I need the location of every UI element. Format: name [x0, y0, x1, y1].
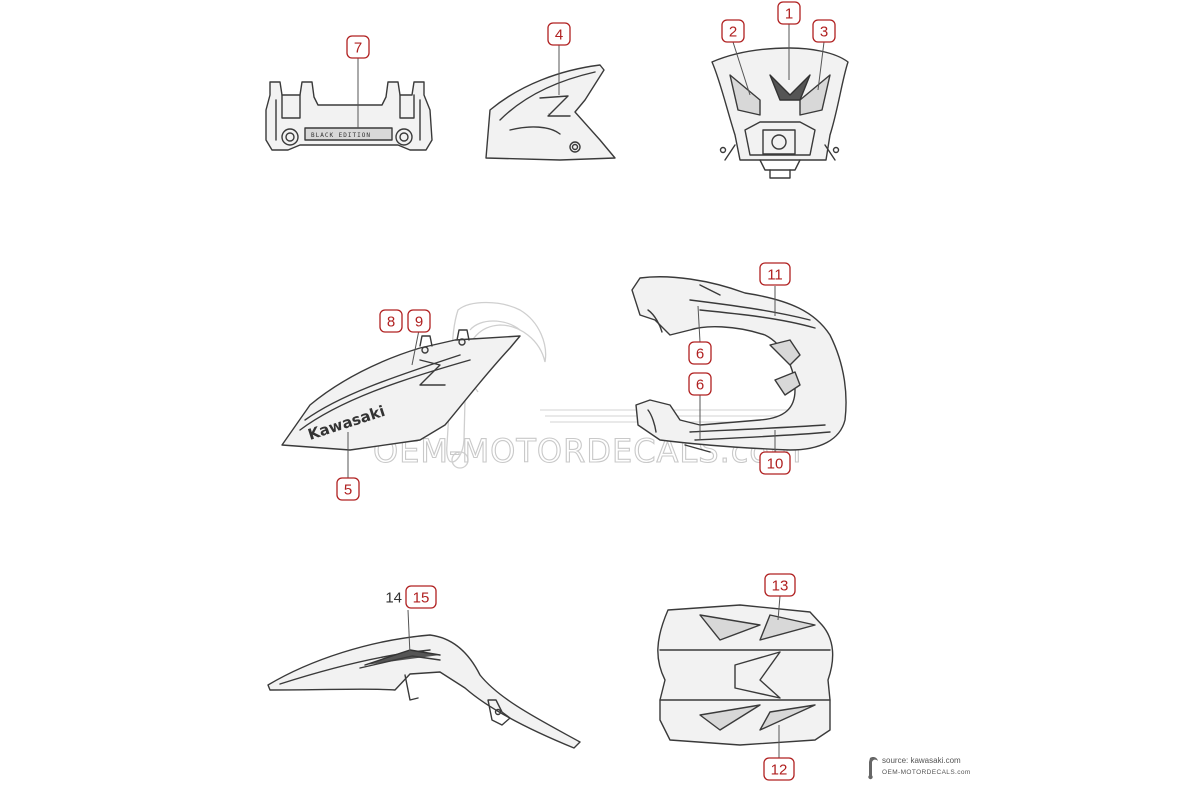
callout-badge-6a: 6: [688, 341, 712, 365]
callout-number: 15: [413, 590, 430, 607]
callout-badge-9: 9: [407, 309, 431, 333]
label-part-14: 14: [385, 590, 402, 607]
part-tank-shroud: Z: [485, 64, 616, 161]
part-top-bracket: BLACK EDITION: [265, 81, 433, 151]
callout-badge-frame: [346, 35, 370, 59]
callout-badge-3: 3: [812, 19, 836, 43]
callout-number: 2: [729, 24, 737, 41]
callout-badge-15: 15: [405, 585, 437, 609]
decal-z-logo-4: Z: [548, 113, 549, 115]
callout-number: 8: [387, 314, 395, 331]
callout-badge-2: 2: [721, 19, 745, 43]
credit-source-text: source: kawasaki.com: [882, 756, 961, 765]
callout-number: 7: [354, 40, 362, 57]
callout-badge-frame: [405, 585, 437, 609]
callout-badge-frame: [764, 573, 796, 597]
callout-number: 5: [344, 482, 352, 499]
callout-badge-frame: [547, 22, 571, 46]
callout-badge-frame: [407, 309, 431, 333]
callout-badge-4: 4: [547, 22, 571, 46]
callout-number: 1: [785, 6, 793, 23]
callout-badge-frame: [759, 262, 791, 286]
callout-badge-frame: [336, 477, 360, 501]
callout-badge-1: 1: [777, 1, 801, 25]
callout-badge-frame: [812, 19, 836, 43]
callout-badge-5: 5: [336, 477, 360, 501]
callout-number: 13: [772, 578, 789, 595]
part-side-cover: Kawasaki: [281, 329, 521, 451]
callout-number: 11: [767, 267, 783, 284]
credit-brand-text: OEM-MOTORDECALS.com: [882, 769, 971, 776]
callout-number: 10: [767, 456, 784, 473]
callout-number: 6: [696, 346, 704, 363]
callout-badge-frame: [379, 309, 403, 333]
callout-number: 9: [415, 314, 423, 331]
leader-lines: [347, 24, 825, 758]
callout-badge-8: 8: [379, 309, 403, 333]
callout-number: 6: [696, 377, 704, 394]
part-headlight-cowl: [711, 47, 849, 179]
callout-number: 4: [555, 27, 563, 44]
decal-black-edition: BLACK EDITION: [311, 132, 371, 139]
callout-number: 12: [771, 762, 788, 779]
part-rear-seat-cowl: [631, 276, 847, 453]
source-credit: source: kawasaki.com OEM-MOTORDECALS.com: [866, 755, 986, 785]
credit-logo-icon: [868, 757, 878, 780]
callout-badge-12: 12: [763, 757, 795, 781]
callout-badge-frame: [763, 757, 795, 781]
callout-badge-13: 13: [764, 573, 796, 597]
callout-badge-11: 11: [759, 262, 791, 286]
callout-badge-frame: [688, 341, 712, 365]
callout-badge-7: 7: [346, 35, 370, 59]
part-rear-tail: [657, 604, 834, 746]
callout-badge-10: 10: [759, 451, 791, 475]
callout-badge-frame: [688, 372, 712, 396]
callout-number: 3: [820, 24, 828, 41]
callout-badge-6b: 6: [688, 372, 712, 396]
callout-badge-frame: [759, 451, 791, 475]
part-front-fender: [267, 634, 581, 749]
callout-badge-frame: [777, 1, 801, 25]
callout-badge-frame: [721, 19, 745, 43]
